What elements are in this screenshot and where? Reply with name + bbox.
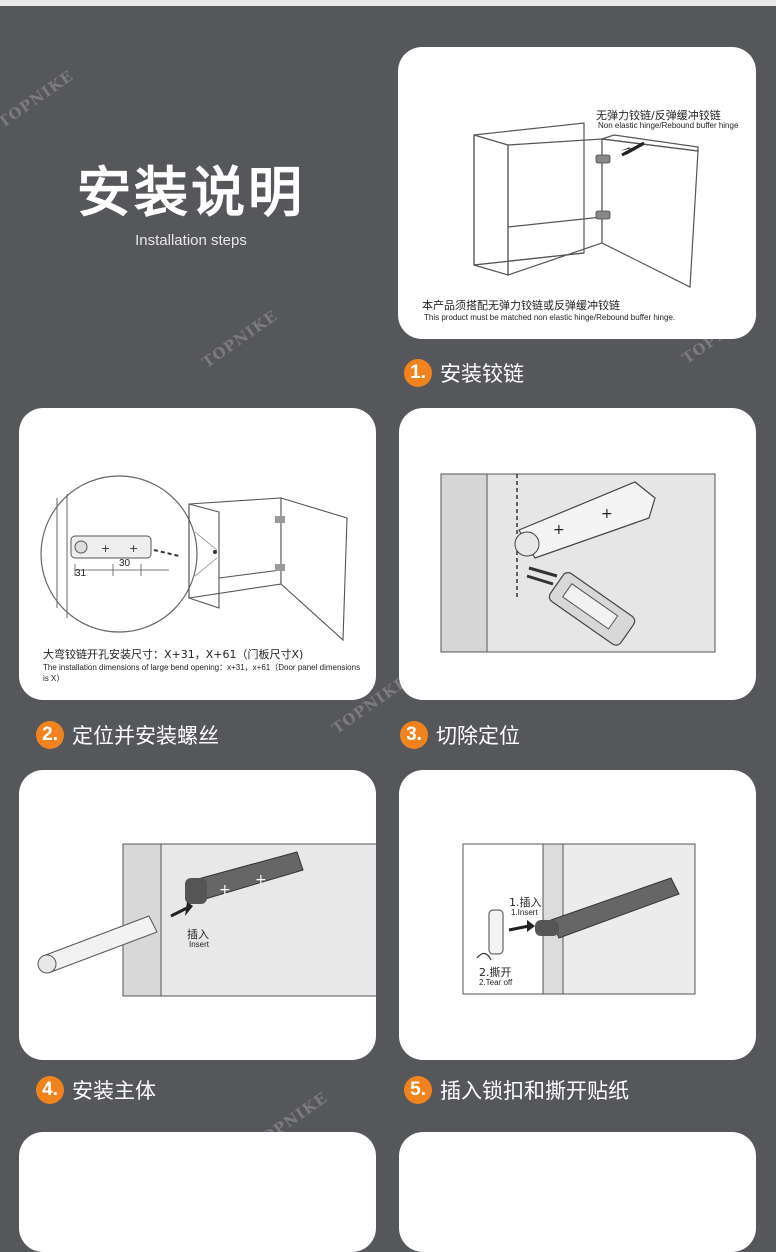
step1-caption-cn: 本产品须搭配无弹力铰链或反弹缓冲铰链 — [422, 299, 620, 312]
insert-step-label-en: 1.Insert — [511, 908, 538, 917]
step5-illustration-card: 1.插入 1.Insert 2.撕开 2.Tear off — [399, 770, 756, 1060]
step2-caption-cn: 大弯铰链开孔安装尺寸：X+31，X+61（门板尺寸X) — [43, 648, 304, 661]
cut-locator-illustration: + + — [440, 473, 716, 653]
step1-heading: 1. 安装铰链 — [404, 358, 524, 388]
step2-badge: 2. — [36, 721, 64, 749]
svg-text:+: + — [553, 522, 565, 538]
top-strip — [0, 0, 776, 6]
step1-label: 安装铰链 — [440, 362, 524, 386]
svg-text:+: + — [129, 542, 138, 555]
step5-heading: 5. 插入锁扣和撕开贴纸 — [404, 1075, 629, 1105]
step4-illustration-card: + + 插入 Insert — [19, 770, 376, 1060]
step3-illustration-card: + + — [399, 408, 756, 700]
step3-heading: 3. 切除定位 — [400, 720, 520, 750]
step2-caption-en: The installation dimensions of large ben… — [43, 663, 361, 683]
step2-label: 定位并安装螺丝 — [72, 724, 219, 748]
insert-step-label-cn: 1.插入 — [509, 896, 542, 909]
hinge-label-cn: 无弹力铰链/反弹缓冲铰链 — [596, 109, 721, 122]
step3-badge: 3. — [400, 721, 428, 749]
watermark: TOPNIKE — [198, 306, 281, 372]
step5-label: 插入锁扣和撕开贴纸 — [440, 1079, 629, 1103]
step1-caption-en: This product must be matched non elastic… — [424, 313, 676, 322]
step6-illustration-card — [19, 1132, 376, 1252]
step5-badge: 5. — [404, 1076, 432, 1104]
svg-text:+: + — [219, 882, 231, 898]
dimension-30: 30 — [119, 558, 131, 569]
tear-off-label-cn: 2.撕开 — [479, 966, 512, 979]
svg-text:+: + — [601, 506, 613, 522]
positioning-screws-illustration: + + — [40, 475, 348, 642]
step1-badge: 1. — [404, 359, 432, 387]
watermark: TOPNIKE — [0, 66, 77, 132]
svg-text:+: + — [255, 872, 267, 888]
step4-badge: 4. — [36, 1076, 64, 1104]
dimension-31: 31 — [75, 568, 87, 579]
hinge-label-en: Non elastic hinge/Rebound buffer hinge — [598, 121, 739, 130]
insert-label-cn: 插入 — [187, 928, 209, 941]
latch-sticker-illustration — [462, 843, 696, 995]
page-title: 安装说明 — [77, 161, 305, 224]
cabinet-hinge-illustration — [473, 122, 699, 288]
svg-text:+: + — [101, 542, 110, 555]
step2-illustration-card: + + 31 30 大弯铰链开孔安装尺寸：X+31，X+61（门板尺寸X) Th… — [19, 408, 376, 700]
step7-illustration-card — [399, 1132, 756, 1252]
step4-label: 安装主体 — [72, 1079, 156, 1103]
page-subtitle: Installation steps — [135, 232, 247, 249]
step3-label: 切除定位 — [436, 724, 520, 748]
insert-label-en: Insert — [189, 940, 210, 949]
step1-illustration-card: 无弹力铰链/反弹缓冲铰链 Non elastic hinge/Rebound b… — [398, 47, 756, 339]
install-body-illustration: + + — [37, 843, 376, 997]
tear-off-label-en: 2.Tear off — [479, 978, 513, 987]
step2-heading: 2. 定位并安装螺丝 — [36, 720, 219, 750]
step4-heading: 4. 安装主体 — [36, 1075, 156, 1105]
